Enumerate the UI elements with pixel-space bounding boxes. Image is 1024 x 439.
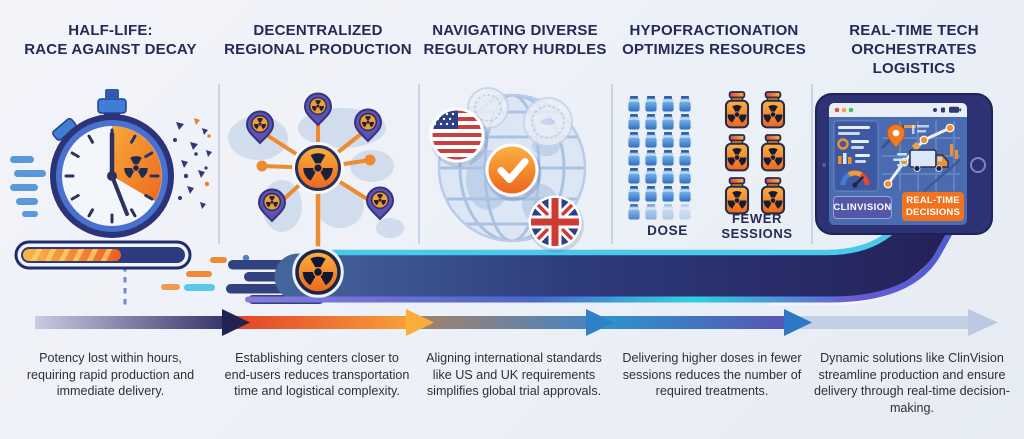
radiation-node-on-ribbon bbox=[294, 248, 342, 296]
fewer-sessions-line: FEWER bbox=[732, 211, 782, 226]
fewer-sessions-vials bbox=[726, 92, 784, 213]
gauge-icon bbox=[840, 170, 870, 186]
title-line: REAL-TIME TECH bbox=[849, 22, 979, 39]
title-line: ORCHESTRATES LOGISTICS bbox=[851, 41, 977, 78]
radiopharmacy-pin-icon bbox=[367, 188, 393, 220]
column-title-decentralized: DECENTRALIZED REGIONAL PRODUCTION bbox=[214, 21, 422, 59]
column-divider bbox=[811, 84, 813, 244]
central-production-hub bbox=[292, 142, 344, 194]
status-icons bbox=[933, 106, 962, 113]
dose-label: DOSE bbox=[647, 223, 688, 238]
us-flag-icon bbox=[429, 107, 488, 167]
fewer-sessions-line: SESSIONS bbox=[721, 226, 793, 242]
column-title-hypofractionation: HYPOFRACTIONATION OPTIMIZES RESOURCES bbox=[612, 21, 816, 59]
column-description-half-life: Potency lost within hours, requiring rap… bbox=[26, 351, 195, 399]
dose-vials-icon bbox=[627, 90, 804, 221]
column-divider bbox=[611, 84, 613, 244]
clinvision-badge-text: CLINVISION bbox=[833, 202, 892, 213]
title-line: OPTIMIZES RESOURCES bbox=[622, 41, 806, 59]
title-line: REGIONAL PRODUCTION bbox=[224, 41, 412, 59]
camera-dot bbox=[822, 163, 826, 167]
timeline-arrows bbox=[35, 309, 998, 336]
approval-check-icon bbox=[485, 143, 542, 201]
globe-flags-approval-icon bbox=[429, 87, 587, 253]
title-line: NAVIGATING DIVERSE bbox=[432, 22, 598, 39]
dose-vial-grid bbox=[627, 95, 692, 221]
delivery-truck-icon bbox=[893, 149, 949, 172]
distribution-network-icon bbox=[228, 86, 404, 300]
map-pin-icon bbox=[886, 124, 906, 149]
column-divider bbox=[418, 84, 420, 244]
clinvision-badge: CLINVISION bbox=[833, 196, 892, 219]
column-description-hypofractionation: Delivering higher doses in fewer session… bbox=[622, 351, 802, 399]
column-title-regulatory: NAVIGATING DIVERSE REGULATORY HURDLES bbox=[414, 21, 616, 59]
dashboard-panel bbox=[833, 120, 879, 192]
column-description-real-time-tech: Dynamic solutions like ClinVision stream… bbox=[814, 351, 1010, 415]
logistics-map-panel bbox=[881, 121, 961, 192]
title-line: HALF-LIFE: bbox=[68, 22, 153, 39]
stopwatch-radiation-icon bbox=[10, 89, 212, 270]
decisions-badge-line: DECISIONS bbox=[905, 206, 961, 218]
decay-progress-bar bbox=[14, 240, 192, 270]
real-time-decisions-badge: REAL-TIME DECISIONS bbox=[902, 192, 964, 221]
column-description-decentralized: Establishing centers closer to end-users… bbox=[224, 351, 410, 399]
column-description-regulatory: Aligning international standards like US… bbox=[426, 351, 602, 399]
column-title-real-time-tech: REAL-TIME TECH ORCHESTRATES LOGISTICS bbox=[808, 21, 1020, 78]
title-line: REGULATORY HURDLES bbox=[423, 41, 607, 59]
decay-particles bbox=[173, 118, 212, 209]
title-line: RACE AGAINST DECAY bbox=[24, 41, 197, 59]
decisions-badge-line: REAL-TIME bbox=[906, 195, 960, 207]
speed-lines bbox=[10, 156, 46, 217]
column-divider bbox=[218, 84, 220, 244]
home-button bbox=[970, 157, 986, 173]
fewer-sessions-label: FEWER SESSIONS bbox=[694, 211, 820, 242]
title-line: DECENTRALIZED bbox=[253, 22, 383, 39]
column-title-half-life: HALF-LIFE: RACE AGAINST DECAY bbox=[8, 21, 213, 59]
title-line: HYPOFRACTIONATION bbox=[629, 22, 799, 39]
uk-flag-icon bbox=[528, 195, 584, 253]
